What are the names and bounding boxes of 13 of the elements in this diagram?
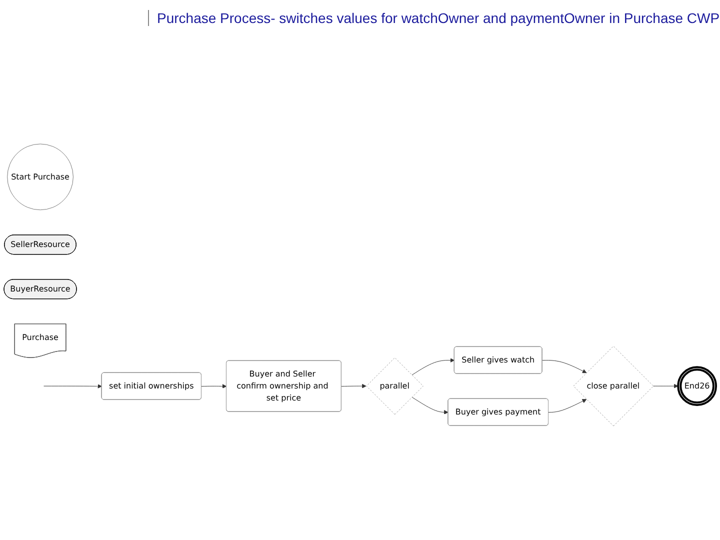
arrow [201, 384, 227, 388]
arrow [341, 384, 366, 388]
node-circle: End26 [677, 366, 717, 406]
arrow [542, 360, 587, 374]
arrow [412, 358, 455, 376]
arrow [652, 384, 678, 388]
diagram-title: Purchase Process- switches values for watchOwner and paymentOwner in Purchase CWP [148, 10, 720, 26]
node-circle: Start Purchase [7, 144, 74, 210]
arrow [548, 399, 587, 413]
node-diamond: close parallel [573, 346, 654, 426]
arrow [44, 384, 102, 388]
arrow [412, 396, 448, 414]
node-diamond: parallel [366, 357, 424, 415]
